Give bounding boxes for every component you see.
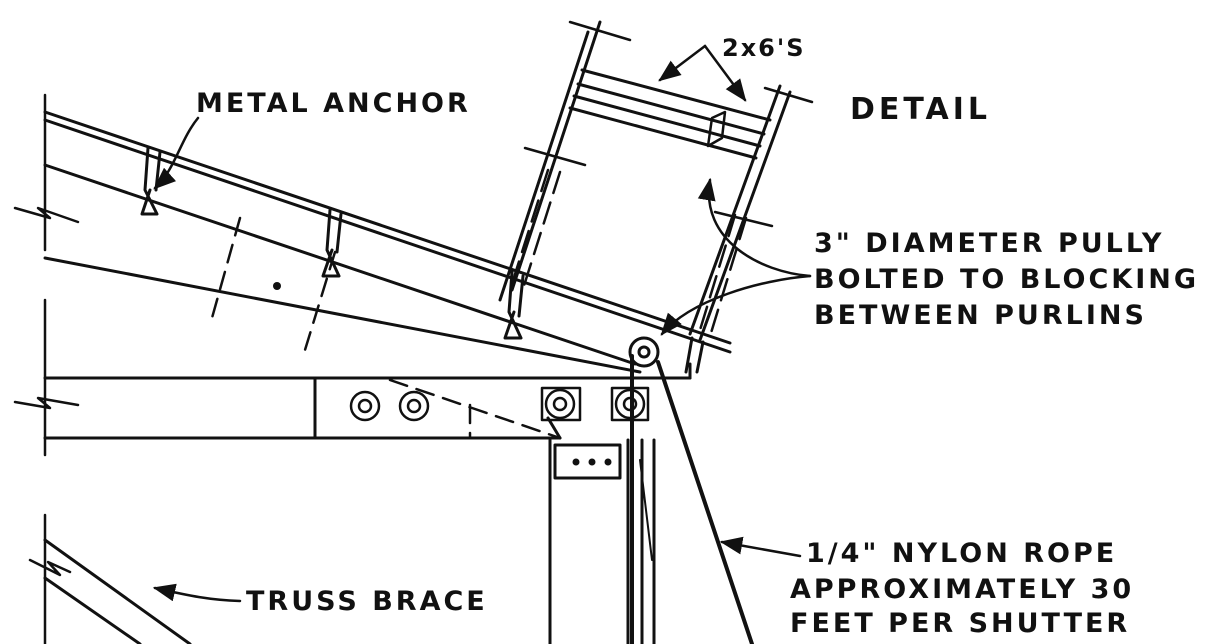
rope-note-line1: 1/4" NYLON ROPE	[806, 538, 1118, 569]
hinge-holes	[572, 458, 612, 466]
roof-rafter	[43, 110, 732, 374]
nylon-rope	[630, 354, 754, 644]
left-break-lines	[13, 93, 80, 644]
rope-note-line3: FEET PER SHUTTER	[790, 608, 1131, 639]
rope-note-line2: APPROXIMATELY 30	[790, 574, 1135, 605]
pulley-note-line2: BOLTED TO BLOCKING	[814, 264, 1200, 295]
lumber-size-label: 2x6'S	[722, 34, 806, 62]
detail-label: DETAIL	[850, 92, 992, 127]
shutter-post	[548, 438, 656, 644]
shutter-frame	[498, 20, 792, 342]
top-chord	[43, 362, 692, 440]
truss-brace-label: TRUSS BRACE	[246, 586, 488, 617]
truss-brace	[43, 538, 192, 644]
blocking-hidden-lines	[210, 216, 562, 440]
pulley	[628, 336, 660, 368]
leader-arrows	[152, 44, 812, 603]
shutter-hidden-lines	[508, 168, 748, 335]
pulley-note-line1: 3" DIAMETER PULLY	[814, 228, 1165, 259]
dimension-ticks	[523, 20, 814, 228]
metal-anchor-label: METAL ANCHOR	[196, 88, 471, 119]
block-nail-dot	[273, 282, 281, 290]
gusset-bolts	[349, 386, 650, 422]
pulley-note-line3: BETWEEN PURLINS	[814, 300, 1147, 331]
